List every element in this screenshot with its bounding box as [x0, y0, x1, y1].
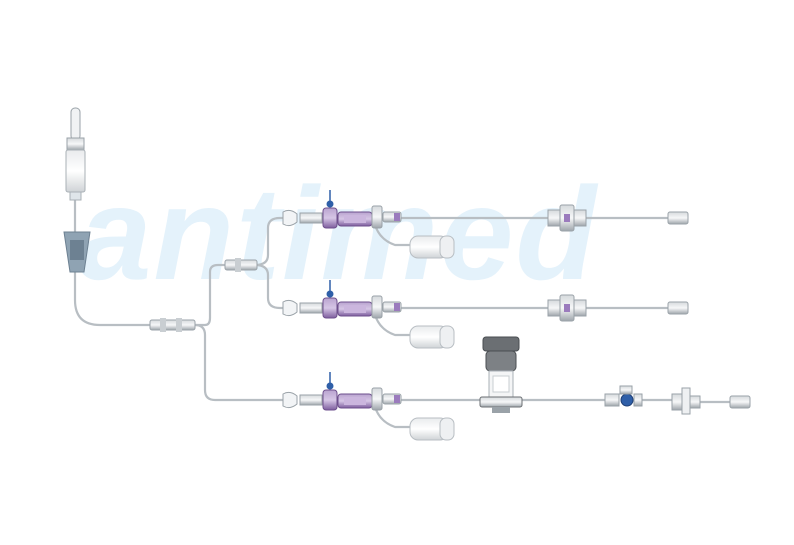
roller-clamp-icon: [63, 231, 91, 273]
line2-connector-tube: [253, 263, 292, 310]
cable-connector-icon: [409, 235, 455, 259]
stopcock-icon: [322, 190, 338, 229]
luer-lock-icon: [667, 211, 689, 225]
stopcock-icon: [547, 204, 587, 232]
flush-device-icon: [337, 301, 373, 317]
luer-lock-icon: [729, 395, 751, 409]
upper-branch-tube: [193, 263, 232, 327]
watermark-text: antimed: [78, 160, 599, 307]
tubing-lines: [73, 193, 732, 429]
line3-assembly: [282, 336, 751, 441]
lower-branch-tube: [193, 323, 292, 402]
stopcock-icon: [547, 294, 587, 322]
stopcock-icon: [604, 385, 643, 407]
stopcock-icon: [322, 280, 338, 319]
luer-lock-icon: [667, 301, 689, 315]
line1-assembly: [282, 190, 689, 259]
cable-connector-icon: [409, 417, 455, 441]
stopcock-icon: [322, 372, 338, 411]
y-connector-icon: [224, 258, 258, 272]
iv-spike-icon: [65, 107, 86, 201]
flush-device-icon: [337, 393, 373, 409]
line2-assembly: [282, 280, 689, 349]
line1-connector-tube: [253, 216, 292, 267]
stopcock-icon: [671, 387, 701, 415]
cable-connector-icon: [409, 325, 455, 349]
flush-device-icon: [337, 211, 373, 227]
y-connector-icon: [149, 318, 196, 332]
transducer-icon: [479, 336, 523, 413]
main-tube: [73, 193, 152, 327]
